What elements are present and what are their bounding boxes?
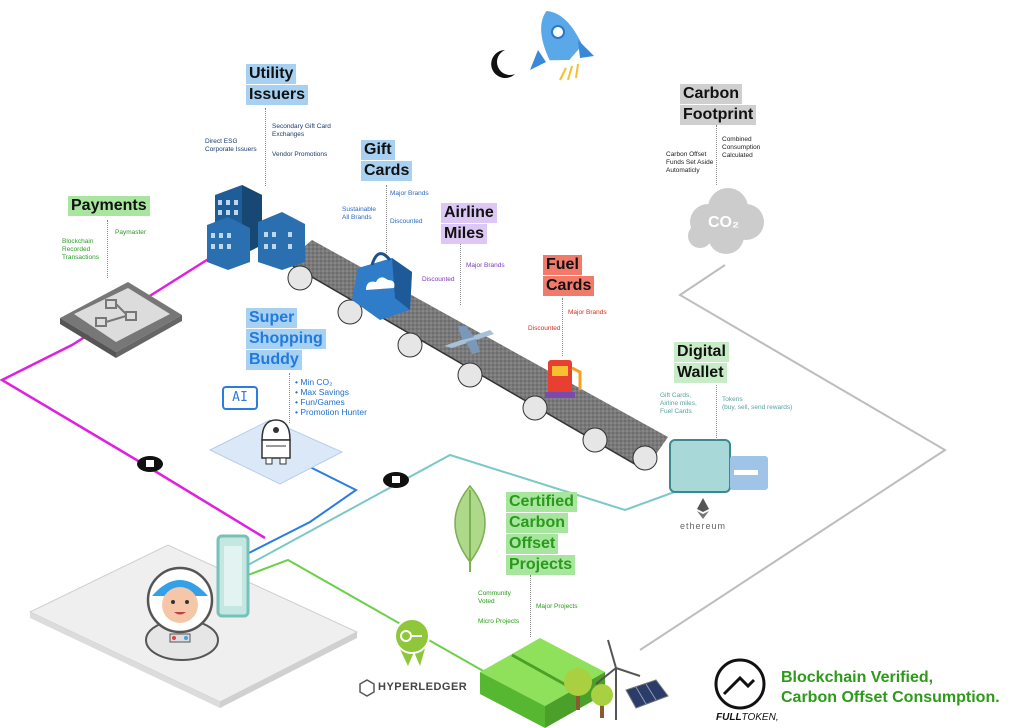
airline-note-left: Discounted xyxy=(422,276,455,283)
ethereum-label: ethereum xyxy=(680,521,727,531)
carbon-note-left: Carbon Offset Funds Set Aside Automaticl… xyxy=(666,151,714,174)
hyperledger-logo-icon xyxy=(359,679,375,697)
payments-keycap-icon xyxy=(60,282,182,358)
buildings-icon xyxy=(207,185,305,270)
payments-title: Payments xyxy=(68,196,150,217)
hyperledger-label: HYPERLEDGER xyxy=(378,681,468,693)
utility-connector xyxy=(265,108,266,186)
wallet-note-right: Tokens (buy, sell, send rewards) xyxy=(722,396,793,411)
buddy-feature-item: • Max Savings xyxy=(295,387,350,397)
wind-turbine-icon xyxy=(595,639,641,720)
buddy-feature-item: • Promotion Hunter xyxy=(295,407,367,417)
lock-badge-icon xyxy=(137,456,409,488)
tagline: Blockchain Verified, Carbon Offset Consu… xyxy=(781,669,1000,706)
certified-note-left: Community Voted Micro Projects xyxy=(478,590,520,625)
airline-miles-title: Airline Miles xyxy=(441,203,497,245)
payments-connector xyxy=(107,220,108,278)
moon-icon xyxy=(491,50,515,78)
utility-issuers-title: Utility Issuers xyxy=(246,64,309,106)
trees-icon xyxy=(564,668,613,718)
wallet-teal-line xyxy=(247,453,681,566)
ethereum-icon xyxy=(697,498,709,519)
certified-note-right: Major Projects xyxy=(536,603,578,610)
gift-cards-title: Gift Cards xyxy=(361,140,413,182)
ribbon-badge-icon xyxy=(394,618,430,666)
airplane-icon xyxy=(444,326,494,354)
airline-connector xyxy=(460,240,461,305)
leaf-icon xyxy=(454,484,486,572)
payments-note-left: Blockchain Recorded Transactions xyxy=(62,238,99,261)
fulltoken-logo-icon xyxy=(714,658,766,710)
gift-note-left: Sustainable All Brands xyxy=(342,206,376,221)
fuel-pump-icon xyxy=(545,360,582,398)
buddy-feature-item: • Min CO₂ xyxy=(295,377,333,387)
carbon-note-right: Combined Consumption Calculated xyxy=(722,136,761,159)
buddy-blue-line xyxy=(244,459,358,556)
wallet-icon xyxy=(669,439,768,493)
carbon-grey-line xyxy=(639,264,947,651)
rocket-icon xyxy=(530,10,594,81)
wallet-note-left: Gift Cards, Airline miles, Fuel Cards xyxy=(660,392,697,415)
fuel-connector xyxy=(562,298,563,356)
shopping-buddy-title: Super Shopping Buddy xyxy=(246,308,326,371)
payments-note-right: Paymaster xyxy=(115,229,147,236)
buddy-feature-list: • Min CO₂ • Max Savings • Fun/Games • Pr… xyxy=(295,377,367,417)
fuel-note-left: Discounted xyxy=(528,325,561,332)
fuel-cards-title: Fuel Cards xyxy=(543,255,595,297)
gift-connector xyxy=(386,185,387,255)
carbon-footprint-title: Carbon Footprint xyxy=(680,84,757,126)
carbon-connector xyxy=(716,125,717,185)
fuel-note-right: Major Brands xyxy=(568,309,607,316)
utility-note-right: Secondary Gift Card Exchanges Vendor Pro… xyxy=(272,123,331,158)
buddy-connector xyxy=(289,373,290,423)
co2-label: CO₂ xyxy=(708,214,740,231)
certified-offset-title: Certified Carbon Offset Projects xyxy=(506,492,577,576)
solar-panel-icon xyxy=(625,679,669,709)
buddy-feature-item: • Fun/Games xyxy=(295,397,345,407)
fulltoken-wordmark: FULLTOKEN, xyxy=(716,712,779,723)
airline-note-right: Major Brands xyxy=(466,262,505,269)
gift-note-right: Major Brands Discounted xyxy=(390,190,429,225)
ai-icon: AI xyxy=(222,386,258,410)
utility-note-left: Direct ESG Corporate Issuers xyxy=(205,138,257,153)
wallet-connector xyxy=(716,385,717,440)
astronaut-icon xyxy=(145,566,219,661)
conveyor-belt xyxy=(285,240,668,471)
phone-icon xyxy=(216,534,250,618)
co2-cloud-icon xyxy=(688,188,764,254)
certified-connector xyxy=(530,575,531,637)
shopping-bag-icon xyxy=(352,252,412,320)
digital-wallet-title: Digital Wallet xyxy=(674,342,729,384)
robot-icon xyxy=(261,419,291,465)
